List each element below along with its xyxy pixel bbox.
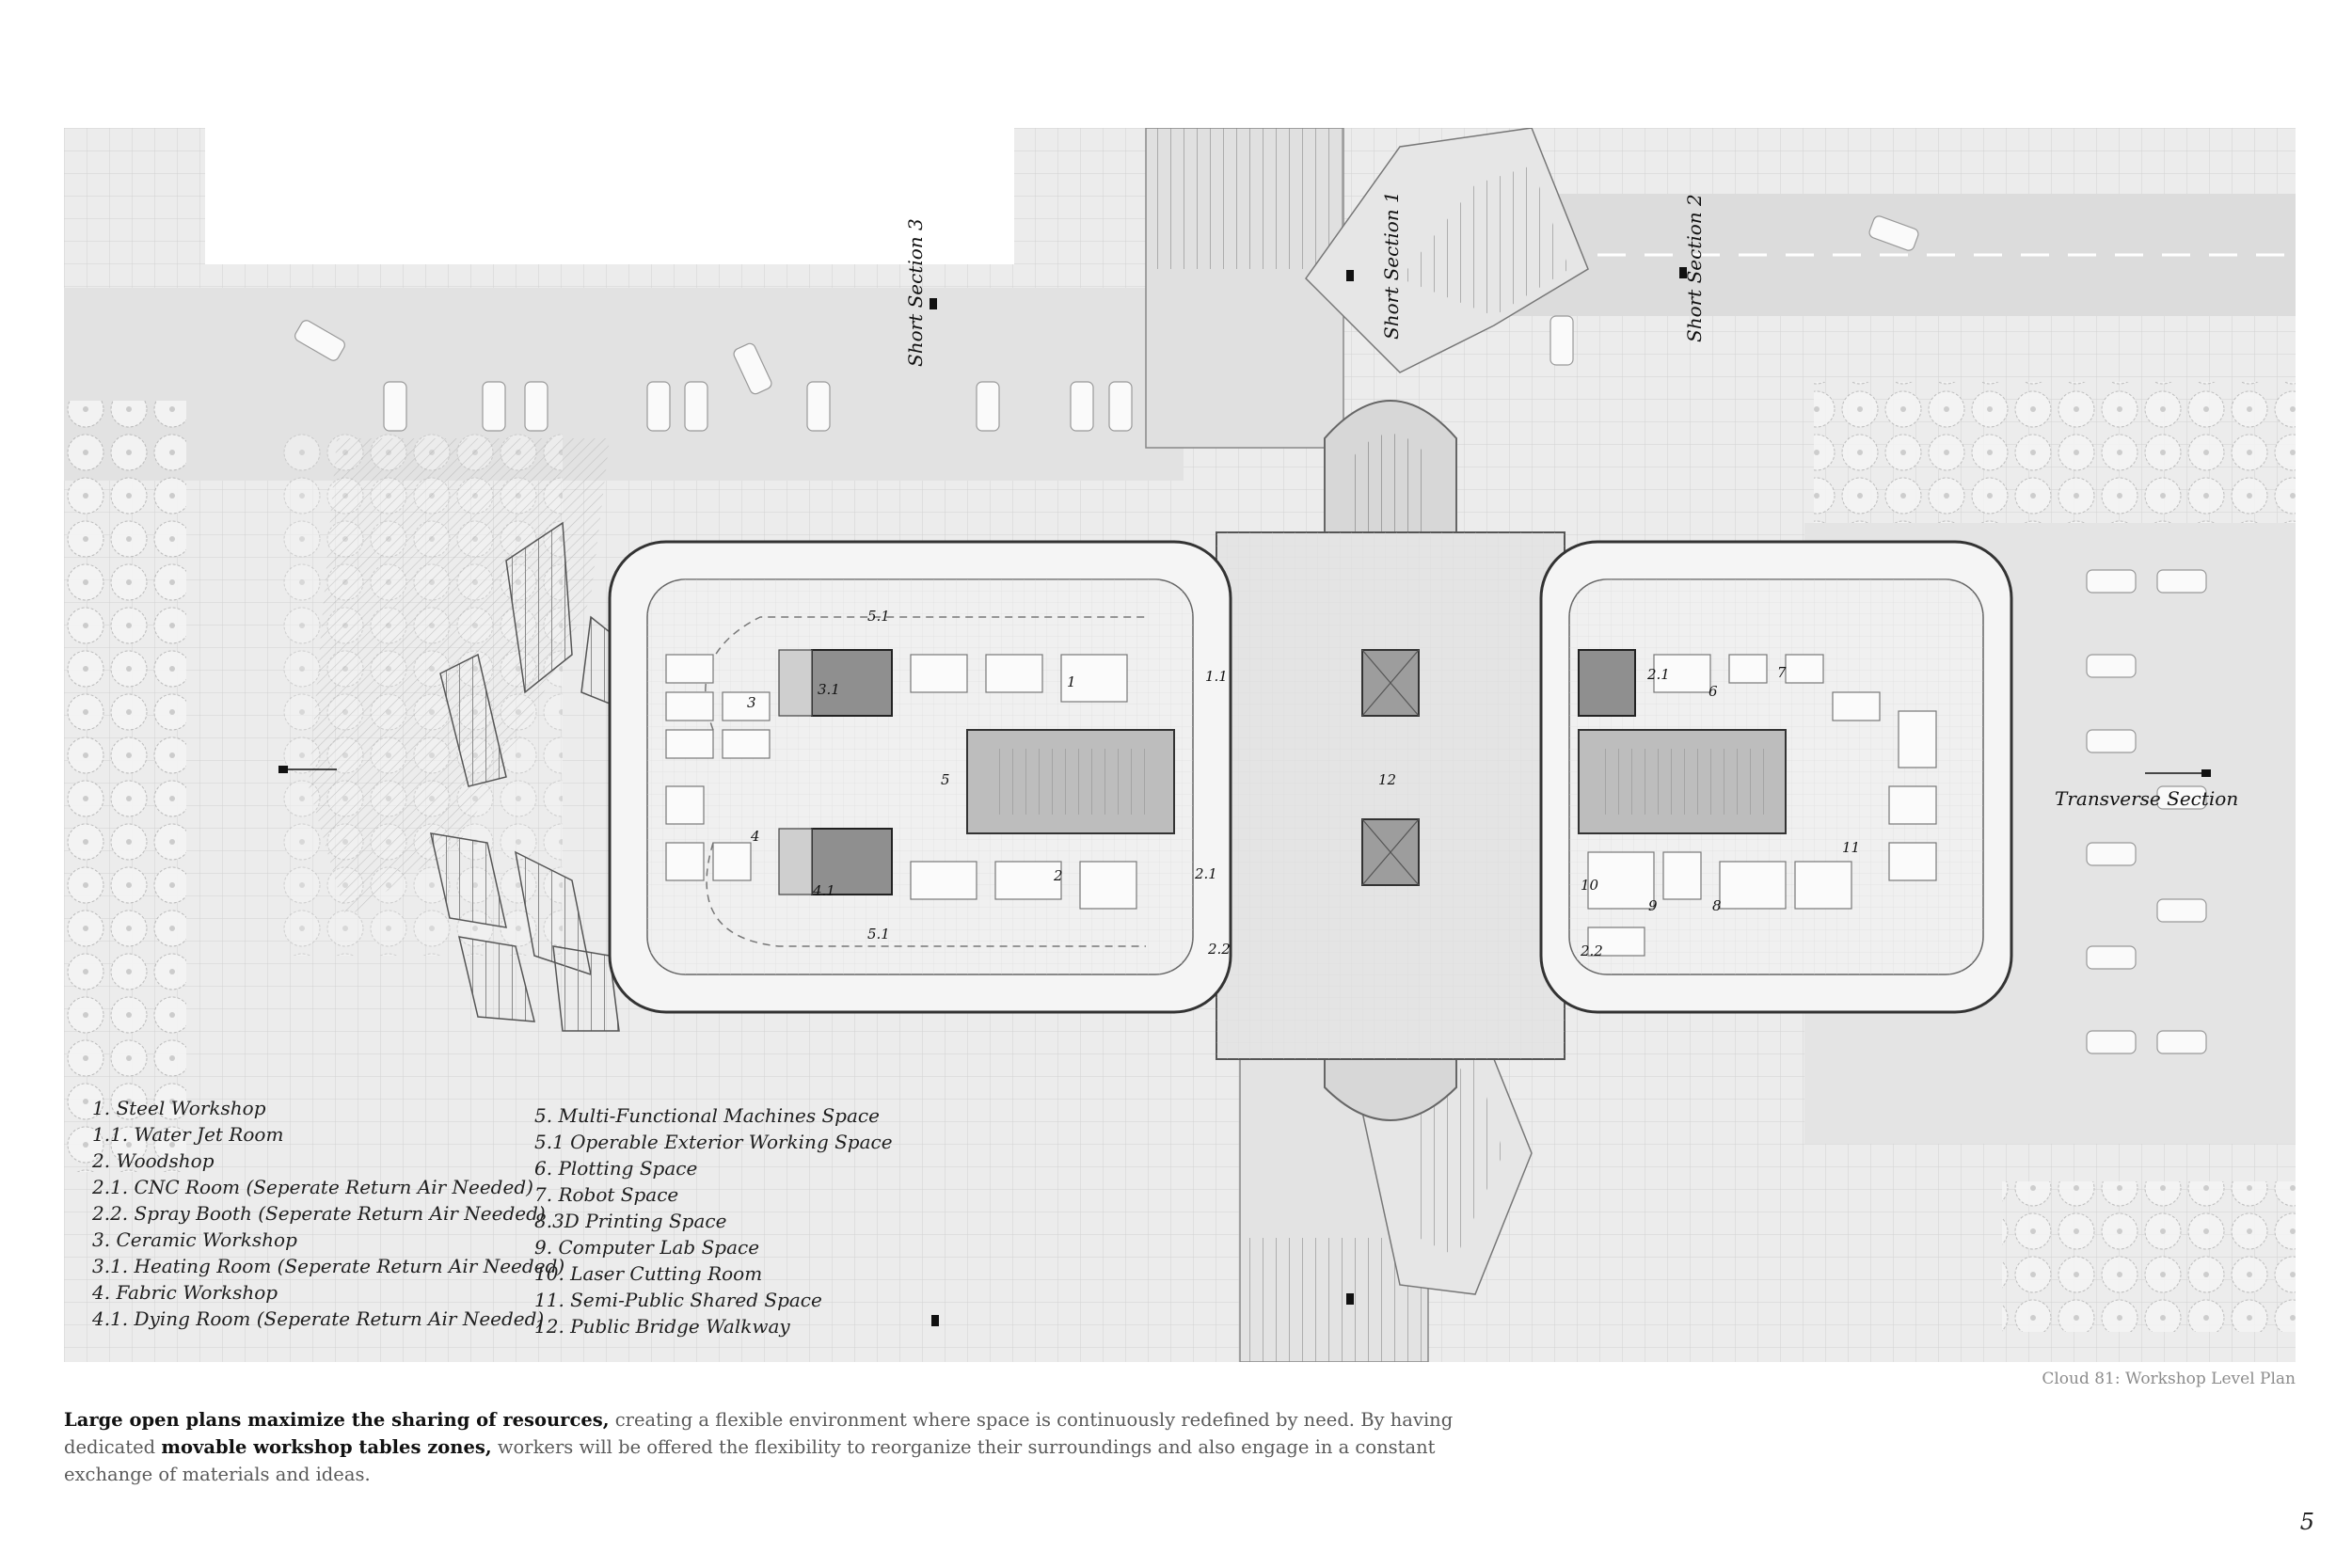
parking-lot-top <box>64 288 1184 481</box>
room-tag: 2.2 <box>1207 941 1231 958</box>
legend-item: 9. Computer Lab Space <box>534 1236 760 1259</box>
description-paragraph: Large open plans maximize the sharing of… <box>64 1406 1513 1488</box>
legend-right: 5. Multi-Functional Machines Space 5.1 O… <box>534 1102 893 1339</box>
trees-right <box>1814 382 2296 523</box>
legend-item: 3. Ceramic Workshop <box>92 1228 297 1251</box>
short-section-1-label: Short Section 1 <box>1380 191 1403 340</box>
room-tag: 10 <box>1581 877 1599 894</box>
legend-item: 3.1. Heating Room (Seperate Return Air N… <box>92 1255 565 1277</box>
room-tag: 4 <box>750 828 760 845</box>
emphasis-text: movable workshop tables zones, <box>161 1436 492 1458</box>
legend-item: 2.2. Spray Booth (Seperate Return Air Ne… <box>92 1202 546 1225</box>
room-tag: 3.1 <box>818 681 840 698</box>
legend-item: 2.1. CNC Room (Seperate Return Air Neede… <box>92 1176 533 1198</box>
parked-cars-top <box>294 215 1919 432</box>
legend-item: 2. Woodshop <box>92 1149 215 1172</box>
sculpture-panels <box>430 521 639 1032</box>
figure-caption: Cloud 81: Workshop Level Plan <box>2042 1370 2296 1388</box>
room-tag: 3 <box>747 694 756 711</box>
room-tag: 6 <box>1708 683 1718 700</box>
room-tag: 2.1 <box>1194 865 1217 882</box>
legend-item: 4. Fabric Workshop <box>92 1281 278 1304</box>
legend-left: 1. Steel Workshop 1.1. Water Jet Room 2.… <box>92 1095 564 1332</box>
legend-item: 1.1. Water Jet Room <box>92 1123 284 1146</box>
section-markers <box>278 267 2211 1326</box>
legend-item: 5.1 Operable Exterior Working Space <box>534 1131 893 1153</box>
body-text: workers will be offered the flexibility … <box>64 1436 1436 1485</box>
page-number: 5 <box>2299 1509 2314 1535</box>
trees-left <box>64 401 186 1172</box>
trees-bottom-right <box>2002 1181 2296 1332</box>
legend-item: 12. Public Bridge Walkway <box>534 1315 790 1338</box>
transverse-section-label: Transverse Section <box>2055 787 2238 810</box>
room-tag: 5.1 <box>867 608 890 625</box>
room-tag: 5.1 <box>867 926 890 942</box>
legend-item: 8.3D Printing Space <box>534 1210 727 1232</box>
room-tag: 8 <box>1712 897 1722 914</box>
emphasis-text: Large open plans maximize the sharing of… <box>64 1409 610 1431</box>
workshop-level-plan: Short Section 1 Short Section 2 Short Se… <box>64 128 2296 1362</box>
legend-item: 10. Laser Cutting Room <box>534 1262 763 1285</box>
legend-item: 7. Robot Space <box>534 1183 679 1206</box>
room-tag: 11 <box>1842 839 1860 856</box>
body-text: creating a flexible environment where sp… <box>64 1409 1454 1458</box>
room-tag: 2 <box>1053 867 1063 884</box>
room-tag: 1 <box>1067 673 1076 690</box>
room-tag: 12 <box>1378 771 1396 788</box>
room-tag: 7 <box>1777 664 1787 681</box>
workshop-tables-east <box>1587 654 1937 957</box>
east-cores <box>1578 649 1636 717</box>
workshop-tables-west <box>665 654 1137 910</box>
room-tag: 2.1 <box>1646 666 1670 683</box>
legend-item: 4.1. Dying Room (Seperate Return Air Nee… <box>92 1307 545 1330</box>
legend-item: 6. Plotting Space <box>534 1157 698 1180</box>
short-section-2-label: Short Section 2 <box>1683 194 1706 342</box>
room-tag: 9 <box>1648 897 1658 914</box>
room-tags: 1 1.1 2 2.1 2.1 2.2 2.2 3 3.1 4 4.1 5 5.… <box>747 608 1860 959</box>
room-tag: 2.2 <box>1580 942 1603 959</box>
room-tag: 5 <box>941 771 950 788</box>
legend-item: 11. Semi-Public Shared Space <box>534 1289 822 1311</box>
room-tag: 1.1 <box>1205 668 1228 685</box>
legend-item: 5. Multi-Functional Machines Space <box>534 1104 880 1127</box>
legend-item: 1. Steel Workshop <box>92 1097 266 1119</box>
parked-cars-right <box>1935 569 2207 1054</box>
short-section-3-label: Short Section 3 <box>904 218 927 367</box>
adjacent-building-top <box>205 128 1014 264</box>
road-top-right <box>1456 194 2296 316</box>
room-tag: 4.1 <box>812 882 835 899</box>
